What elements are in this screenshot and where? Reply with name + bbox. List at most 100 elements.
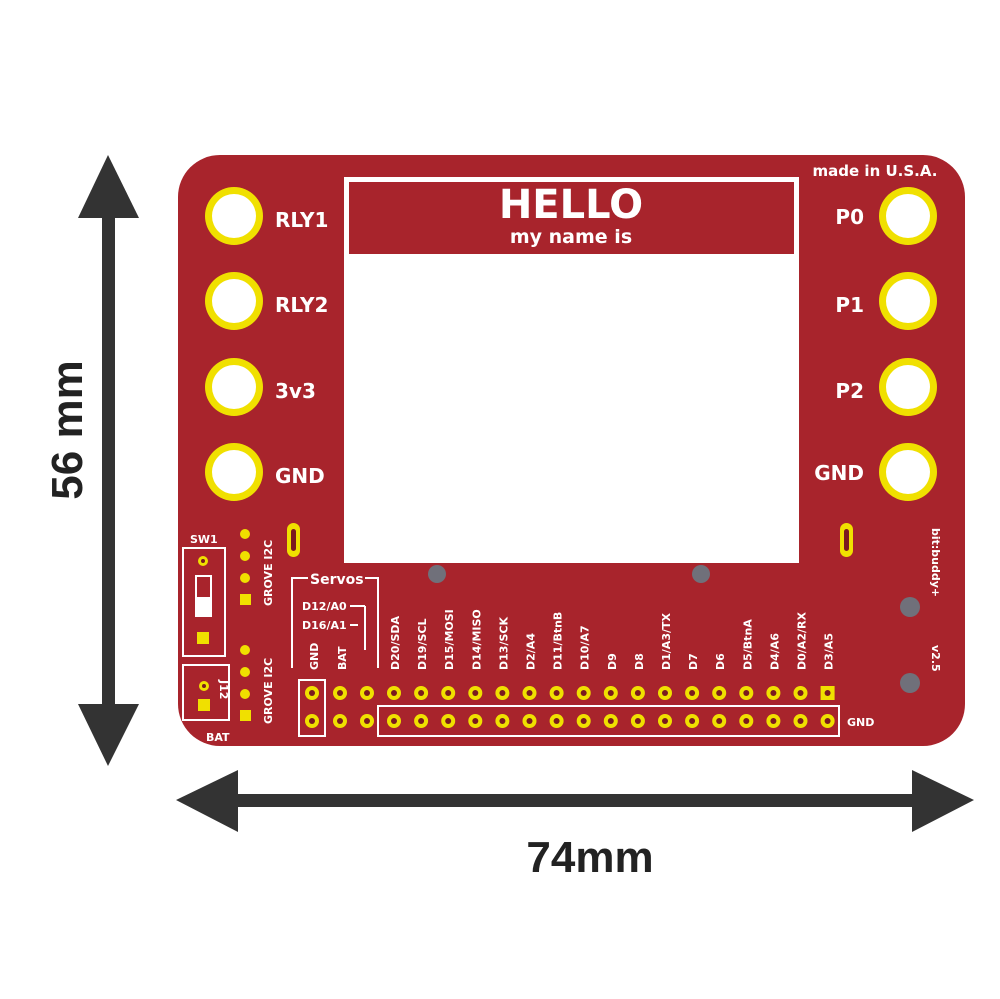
right-pad-p2 [879,358,937,416]
header-pin-hole [770,718,777,724]
header-label-gnd: GND [308,643,321,670]
header-pin-hole [770,690,777,696]
header-pin-hole [418,718,425,724]
product-version: v2.5 [929,645,942,672]
header-pin-hole [689,718,696,724]
pin-label: D1/A3/TX [660,613,673,670]
header-pin-hole [445,690,452,696]
header-pin-hole [526,690,533,696]
header-pin-hole [391,718,397,724]
header-pin-hole [797,718,804,724]
servos-line1: D12/A0 [302,600,347,613]
left-pad-label: RLY1 [275,208,328,232]
pin-label: D4/A6 [768,633,781,670]
gnd-header-outline [298,679,326,737]
name-tag-window [344,177,799,563]
height-label: 56 mm [43,360,92,499]
header-pin-hole [472,718,479,724]
header-pin-hole [743,718,750,724]
pin-label: D20/SDA [389,615,402,670]
switch-sw1 [182,547,226,657]
header-pin-hole [607,718,614,724]
header-pin-hole [662,690,668,696]
left-pad-3v3 [205,358,263,416]
oval-pad-left [287,523,300,557]
header-pin-hole [309,690,315,696]
right-pad-label: P2 [835,379,864,403]
header-pin-hole [743,690,750,696]
pin-label: D14/MISO [470,609,483,670]
right-pad-label: P0 [835,205,864,229]
header-pin-hole [309,718,315,724]
pin-label: D3/A5 [823,633,836,670]
header-pin-hole [553,690,560,696]
name-tag-title: HELLO [499,182,643,228]
right-pad-label: P1 [835,293,864,317]
pin-label: D15/MOSI [443,609,456,670]
test-hole [900,597,920,617]
pin-label: D9 [606,653,619,670]
pin-label: D0/A2/RX [796,612,809,670]
header-pin-hole [797,690,804,696]
switch-label: SW1 [190,533,218,546]
header-pin-hole [716,690,723,696]
pin-labels: D20/SDA D19/SCL D15/MOSI D14/MISO D13/SCK D2/… [389,609,836,670]
pin-label: D19/SCL [416,619,429,670]
test-hole [428,565,446,583]
servos-line2: D16/A1 [302,619,347,632]
header-pin-hole [472,690,479,696]
grove-header-bottom [240,645,251,721]
test-hole [900,673,920,693]
left-pad-gnd [205,443,263,501]
battery-label: BAT [206,731,230,744]
header-pin-hole [716,718,723,724]
product-name: bit:buddy+ [929,528,942,597]
header-pin-hole [580,690,587,696]
right-pad-label: GND [814,461,864,485]
oval-pad-right [840,523,853,557]
header-label-bat: BAT [336,646,349,670]
pin-label: D10/A7 [579,625,592,670]
header-pin-hole [364,718,370,724]
header-pin-hole [418,690,425,696]
header-pin-hole [689,690,696,696]
header-pin-hole [526,718,533,724]
pin-label: D2/A4 [525,633,538,670]
height-arrow [78,155,139,766]
header-pin-hole [337,718,343,724]
battery-connector-label: J12 [217,679,230,699]
header-pin-hole [391,690,397,696]
header-pin-hole [824,718,831,724]
width-arrow [176,770,974,832]
header-pin-hole [607,690,614,696]
servos-outline [291,577,379,668]
servos-title: Servos [310,572,364,588]
pin-label: D7 [687,653,700,670]
name-tag-subtitle: my name is [510,226,632,248]
header-pin-hole [634,718,641,724]
grove-header-top [240,529,251,605]
header-pin-hole [634,690,641,696]
header-pin-hole [580,718,587,724]
grove-label-bottom: GROVE I2C [262,658,275,724]
gnd-row-label: GND [847,716,874,729]
pin-label: D8 [633,653,646,670]
pin-label: D6 [714,653,727,670]
header-pin-hole [499,718,506,724]
header-pins [305,686,835,728]
header-pin-hole [337,690,343,696]
header-pin-hole [499,690,506,696]
left-pad-label: GND [275,464,325,488]
header-pin-hole [553,718,560,724]
header-pin-hole [662,718,668,724]
header-pin-hole [445,718,452,724]
left-pad-rly1 [205,187,263,245]
right-pad-gnd [879,443,937,501]
pin-label: D5/BtnA [741,619,754,670]
grove-label-top: GROVE I2C [262,540,275,606]
brand-text: made in U.S.A. [813,162,938,180]
main-header-outline [377,705,840,737]
left-pad-rly2 [205,272,263,330]
pin-label: D13/SCK [497,617,510,670]
